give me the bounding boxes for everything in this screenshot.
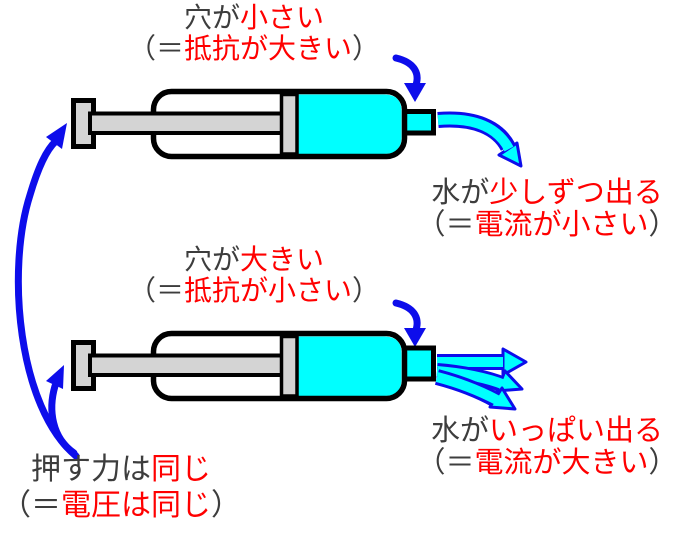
long-curved-arrow-shaft xyxy=(14,137,80,460)
short-curved-arrow-shaft xyxy=(48,382,78,457)
top-result-line2: （＝電流が小さい） xyxy=(412,208,682,240)
bottom-result-line1: 水がいっぱい出る xyxy=(412,414,682,446)
long-curved-arrow-head xyxy=(46,123,67,149)
force-label: 押す力は同じ （＝電圧は同じ） xyxy=(0,452,242,524)
top-label-line1-black: 穴が xyxy=(183,1,240,34)
syringe-top-drawing xyxy=(71,88,436,160)
force-line2: （＝電圧は同じ） xyxy=(0,488,242,524)
bottom-result-line1-black: 水が xyxy=(430,413,489,447)
bottom-label-line2-open: （＝ xyxy=(127,274,184,307)
top-result-line1: 水が少しずつ出る xyxy=(412,176,682,208)
pointer-arrow-shaft xyxy=(392,54,421,89)
pointer-arrow-head xyxy=(404,328,426,347)
top-result-line1-red: 少しずつ出る xyxy=(489,175,663,209)
force-line2-red: 電圧は同じ xyxy=(61,488,211,523)
top-label-line2-red: 抵抗が大きい xyxy=(183,32,352,65)
bottom-label-line2-close: ） xyxy=(352,274,381,307)
bottom-label-line1: 穴が大きい xyxy=(118,244,390,275)
syringe-bottom-drawing xyxy=(71,330,436,402)
top-result-line2-close: ） xyxy=(648,207,678,241)
bottom-label-line1-black: 穴が xyxy=(183,243,240,276)
syringe-top-liquid xyxy=(297,94,402,154)
syringe-top-plunger-rod xyxy=(88,111,284,135)
bottom-label-line1-red: 大きい xyxy=(240,243,325,276)
top-result-line2-red: 電流が小さい xyxy=(474,207,649,241)
force-line2-open: （＝ xyxy=(1,488,61,523)
force-line2-close: ） xyxy=(211,488,241,523)
top-syringe-label: 穴が小さい （＝抵抗が大きい） xyxy=(118,2,390,64)
top-syringe-result: 水が少しずつ出る （＝電流が小さい） xyxy=(412,176,682,240)
bottom-label-line2: （＝抵抗が小さい） xyxy=(118,275,390,306)
bottom-result-line2-red: 電流が大きい xyxy=(474,445,649,479)
force-to-bottom-plunger-arrow xyxy=(46,365,78,457)
bottom-result-line1-red: いっぱい出る xyxy=(489,413,664,447)
bottom-result-line2: （＝電流が大きい） xyxy=(412,446,682,478)
top-label-line2: （＝抵抗が大きい） xyxy=(118,33,390,64)
short-curved-arrow-head xyxy=(46,365,64,389)
top-result-line1-black: 水が xyxy=(431,175,490,209)
bottom-syringe-result: 水がいっぱい出る （＝電流が大きい） xyxy=(412,414,682,478)
bottom-syringe-label: 穴が大きい （＝抵抗が小さい） xyxy=(118,244,390,306)
force-to-top-plunger-arrow xyxy=(14,123,80,460)
top-water-flow-arrow xyxy=(437,111,523,168)
pointer-arrow-shaft xyxy=(392,299,421,334)
syringe-bottom-plunger-rod xyxy=(88,353,284,377)
syringe-bottom-piston xyxy=(279,334,299,398)
water-arrow-straight xyxy=(437,347,528,377)
top-nozzle-pointer-arrow xyxy=(392,54,426,102)
water-arrow-fill xyxy=(437,114,514,152)
bottom-water-flow-arrows xyxy=(434,347,528,411)
bottom-result-line2-close: ） xyxy=(648,445,678,479)
force-line1: 押す力は同じ xyxy=(0,452,242,488)
top-label-line1: 穴が小さい xyxy=(118,2,390,33)
bottom-label-line2-red: 抵抗が小さい xyxy=(183,274,352,307)
bottom-nozzle-pointer-arrow xyxy=(392,299,426,347)
syringe-bottom-liquid xyxy=(297,336,402,396)
water-arrow-lower xyxy=(434,369,517,411)
force-line1-red: 同じ xyxy=(151,452,211,487)
pointer-arrow-head xyxy=(404,83,426,102)
force-line1-black: 押す力は xyxy=(31,452,151,487)
top-label-line2-close: ） xyxy=(352,32,381,65)
top-label-line2-open: （＝ xyxy=(127,32,184,65)
water-arrow-fill xyxy=(435,372,500,405)
top-label-line1-red: 小さい xyxy=(240,1,325,34)
bottom-result-line2-open: （＝ xyxy=(416,445,475,479)
syringe-top-piston xyxy=(279,92,299,156)
top-result-line2-open: （＝ xyxy=(416,207,475,241)
